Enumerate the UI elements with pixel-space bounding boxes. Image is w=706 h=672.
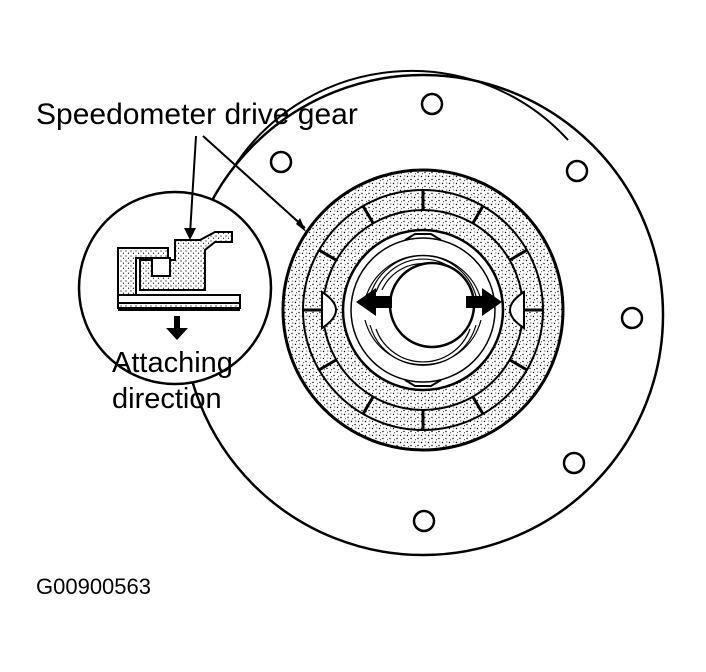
part-name-label: Speedometer drive gear	[36, 98, 358, 131]
leader-lines	[184, 135, 306, 240]
bolt-hole	[620, 306, 644, 330]
bolt-holes	[269, 92, 644, 533]
bolt-hole	[562, 451, 586, 475]
inset-detail	[77, 190, 273, 386]
left-arrow-icon	[356, 288, 392, 316]
hub-tooth-bottom	[404, 379, 442, 387]
right-notch	[509, 290, 525, 330]
bolt-hole	[420, 92, 444, 116]
attaching-direction-label-line2: direction	[112, 383, 222, 415]
gear-hub-inner	[350, 237, 496, 383]
attaching-direction-label-line1: Attaching	[112, 347, 233, 379]
right-arrow-icon	[466, 288, 502, 316]
left-notch	[321, 290, 337, 330]
housing-inner-arc	[231, 69, 569, 171]
hub-tooth-top	[404, 233, 442, 241]
bolt-hole	[412, 509, 436, 533]
gear-assembly	[281, 168, 565, 452]
inset-shaft	[117, 294, 241, 304]
attaching-direction-arrow-icon	[166, 316, 188, 340]
gear-stripe-dividers	[303, 190, 543, 430]
leader-arrowhead	[296, 218, 306, 232]
leader-arrowhead	[184, 228, 196, 240]
inset-pocket	[151, 257, 171, 277]
bolt-hole	[565, 159, 589, 183]
figure-code: G00900563	[36, 574, 151, 599]
bolt-hole	[269, 150, 293, 174]
center-bore	[388, 261, 476, 349]
